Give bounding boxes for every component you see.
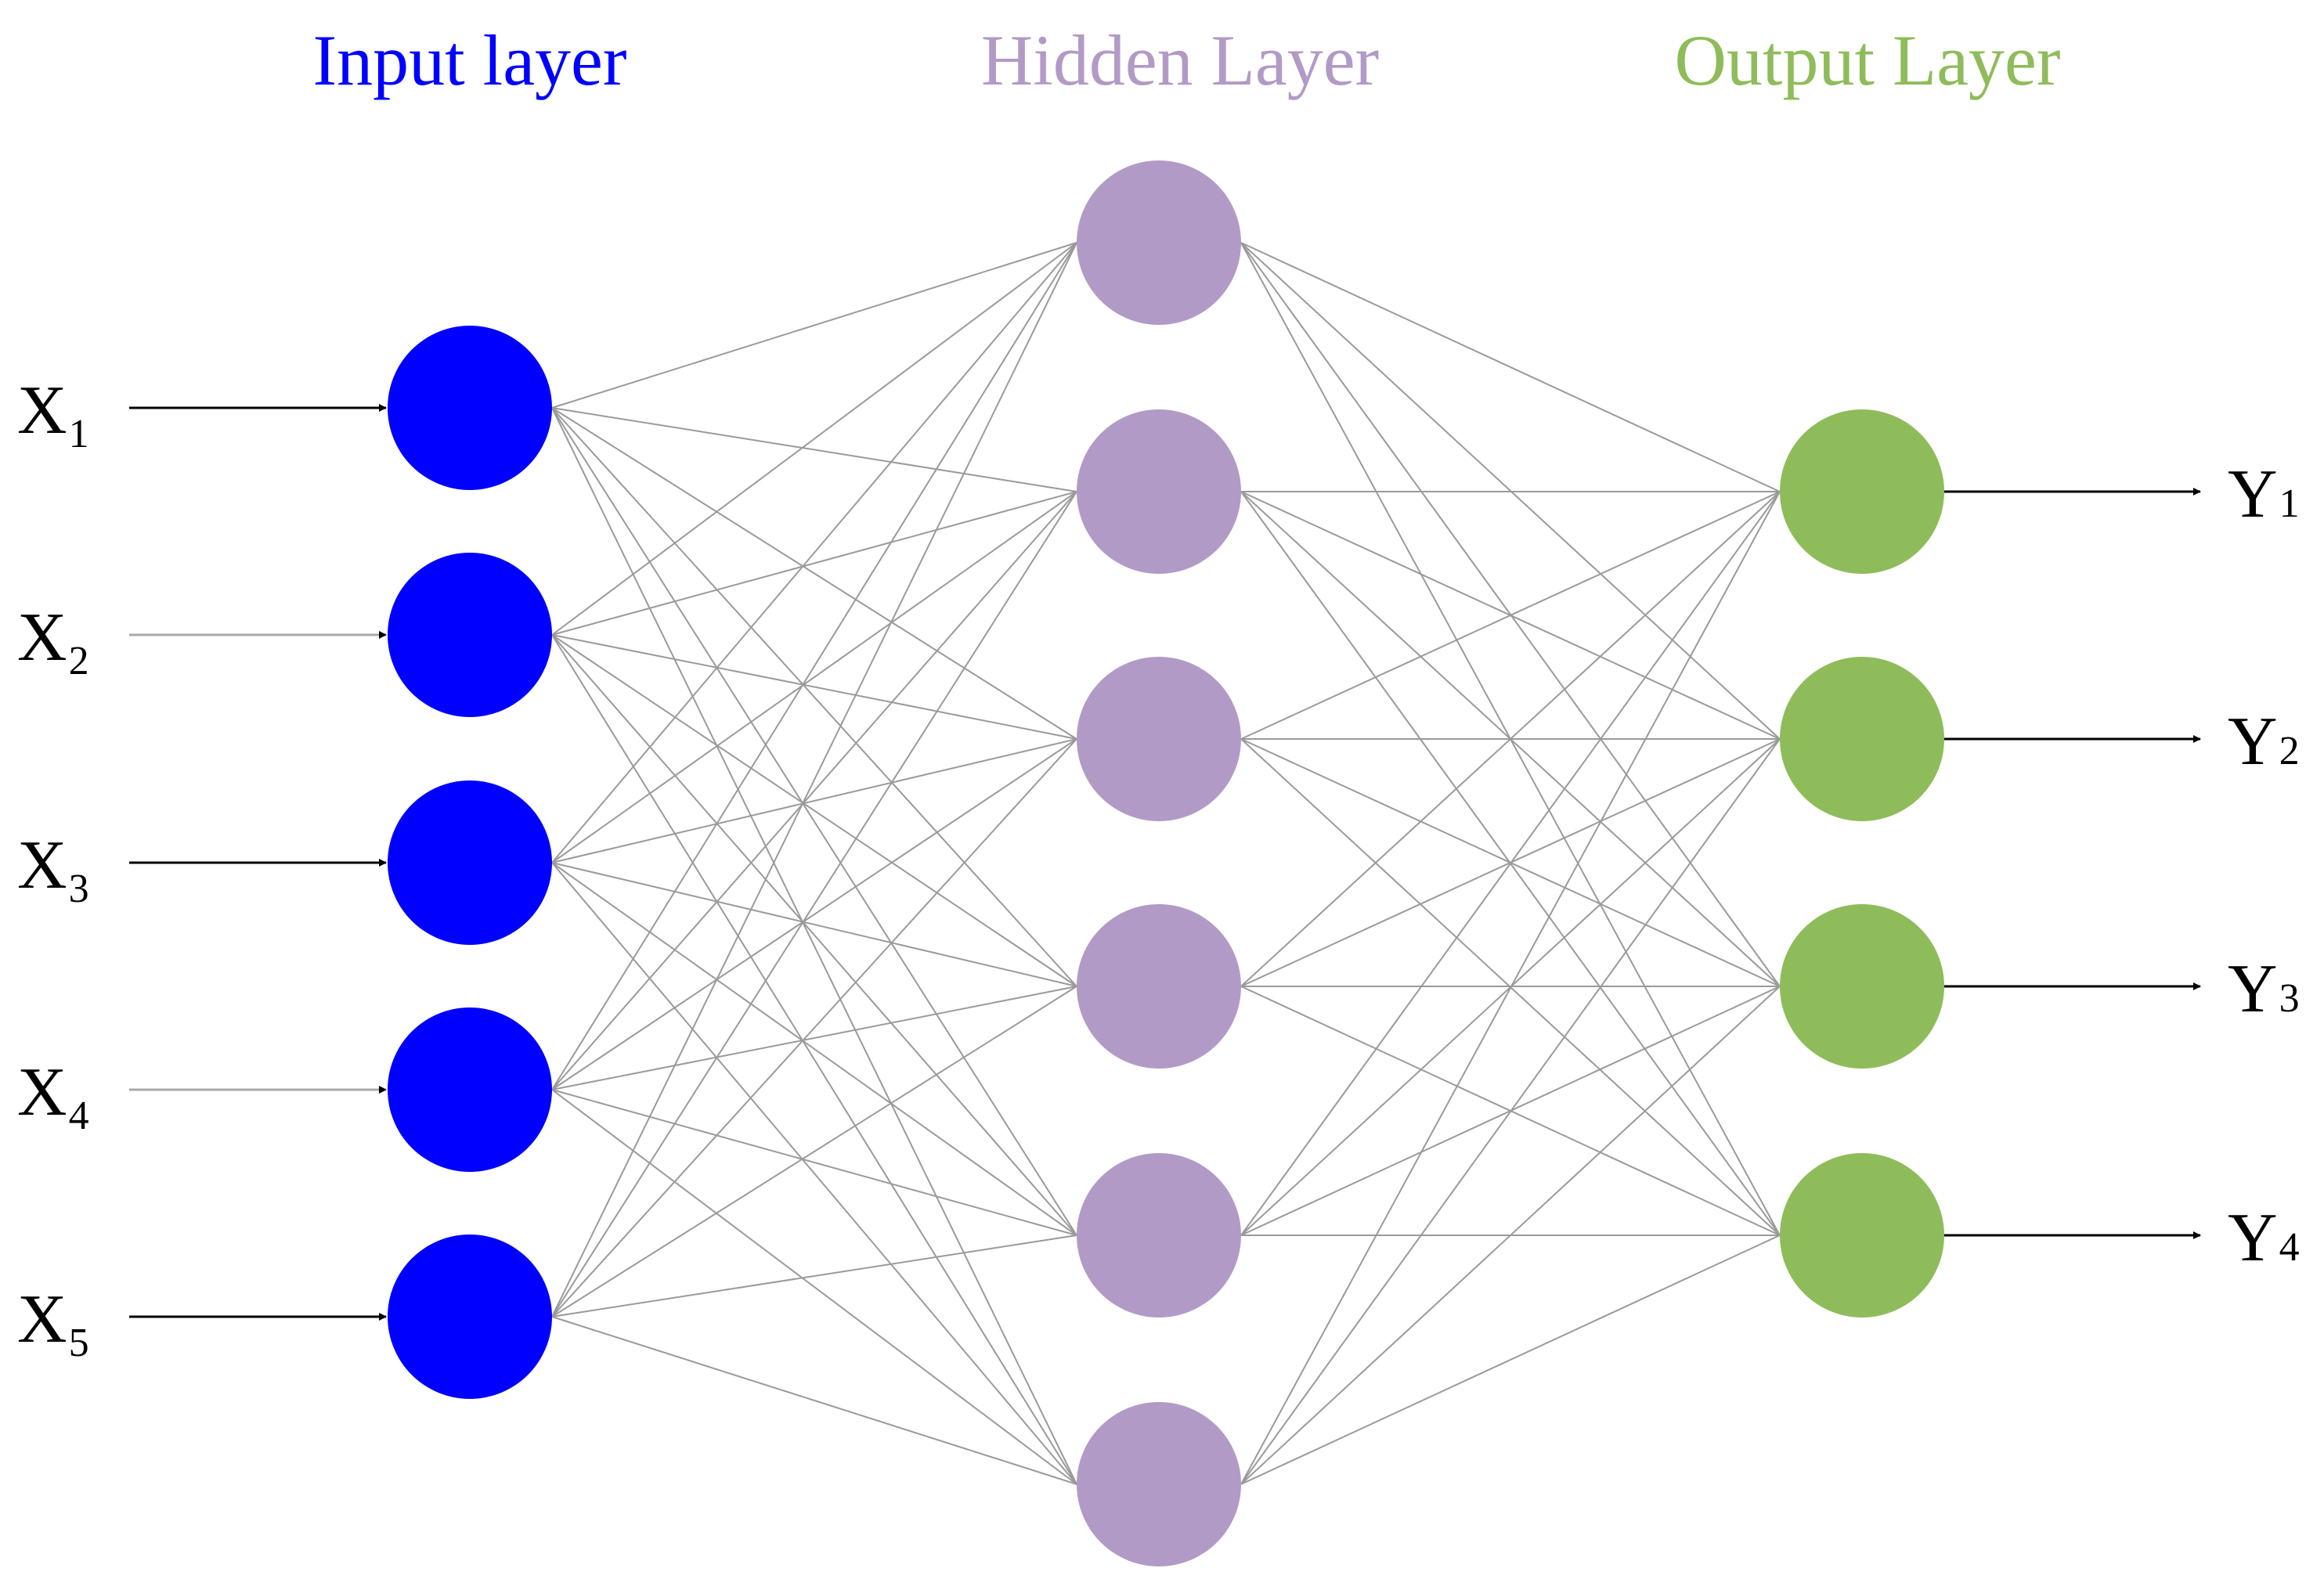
hidden-node-1 xyxy=(1077,160,1241,325)
connection-input-2-hidden-3 xyxy=(551,634,1077,740)
output-label-y1: Y1 xyxy=(2228,456,2300,532)
connection-input-1-hidden-2 xyxy=(551,407,1077,492)
connection-input-1-hidden-5 xyxy=(551,407,1077,1236)
hidden-layer-title: Hidden Layer xyxy=(981,20,1379,100)
connection-lines xyxy=(551,242,1781,1485)
connection-input-5-hidden-4 xyxy=(551,986,1077,1317)
connection-hidden-6-output-3 xyxy=(1240,986,1781,1485)
connection-input-2-hidden-5 xyxy=(551,634,1077,1236)
hidden-node-5 xyxy=(1077,1153,1241,1317)
connection-hidden-4-output-1 xyxy=(1240,491,1781,987)
hidden-node-3 xyxy=(1077,657,1241,821)
connection-input-2-hidden-2 xyxy=(551,491,1077,636)
input-label-x4: X4 xyxy=(17,1054,89,1138)
network-nodes xyxy=(388,160,1944,1566)
connection-input-1-hidden-1 xyxy=(551,242,1077,409)
connection-input-5-hidden-2 xyxy=(551,491,1077,1317)
connection-input-3-hidden-3 xyxy=(551,738,1077,863)
input-label-x2: X2 xyxy=(17,600,89,683)
input-node-4 xyxy=(388,1007,552,1172)
connection-hidden-6-output-4 xyxy=(1240,1235,1781,1485)
input-node-5 xyxy=(388,1235,552,1399)
connection-input-4-hidden-6 xyxy=(551,1089,1077,1485)
connection-input-2-hidden-6 xyxy=(551,634,1077,1485)
connection-input-5-hidden-1 xyxy=(551,242,1077,1317)
connection-input-5-hidden-6 xyxy=(551,1316,1077,1485)
connection-input-4-hidden-1 xyxy=(551,242,1077,1090)
connection-input-1-hidden-6 xyxy=(551,407,1077,1485)
output-label-y2: Y2 xyxy=(2228,704,2300,780)
connection-input-3-hidden-4 xyxy=(551,862,1077,987)
output-node-1 xyxy=(1780,409,1944,574)
output-node-3 xyxy=(1780,904,1944,1069)
input-label-x5: X5 xyxy=(17,1281,89,1365)
input-label-x1: X1 xyxy=(17,373,89,456)
connection-input-1-hidden-4 xyxy=(551,407,1077,987)
connection-hidden-6-output-1 xyxy=(1240,491,1781,1485)
connection-hidden-5-output-1 xyxy=(1240,491,1781,1236)
connection-input-4-hidden-4 xyxy=(551,986,1077,1090)
io-arrows xyxy=(129,404,2201,1321)
connection-input-4-hidden-2 xyxy=(551,491,1077,1090)
connection-hidden-6-output-2 xyxy=(1240,738,1781,1485)
connection-input-3-hidden-6 xyxy=(551,862,1077,1485)
input-node-1 xyxy=(388,326,552,490)
input-label-x3: X3 xyxy=(17,827,89,911)
connection-input-4-hidden-5 xyxy=(551,1089,1077,1236)
connection-input-5-hidden-3 xyxy=(551,738,1077,1317)
input-node-3 xyxy=(388,780,552,945)
connection-input-3-hidden-2 xyxy=(551,491,1077,863)
input-layer-title: Input layer xyxy=(312,20,626,100)
output-label-y3: Y3 xyxy=(2228,951,2300,1027)
output-node-4 xyxy=(1780,1153,1944,1317)
connection-input-3-hidden-1 xyxy=(551,242,1077,863)
hidden-node-2 xyxy=(1077,409,1241,574)
output-node-2 xyxy=(1780,657,1944,821)
connection-hidden-1-output-1 xyxy=(1240,242,1781,492)
connection-input-1-hidden-3 xyxy=(551,407,1077,740)
connection-hidden-3-output-1 xyxy=(1240,491,1781,740)
connection-input-2-hidden-4 xyxy=(551,634,1077,987)
connection-input-5-hidden-5 xyxy=(551,1235,1077,1317)
connection-input-2-hidden-1 xyxy=(551,242,1077,636)
input-node-2 xyxy=(388,553,552,717)
output-layer-title: Output Layer xyxy=(1674,20,2060,100)
output-label-y4: Y4 xyxy=(2228,1200,2300,1276)
connection-input-4-hidden-3 xyxy=(551,738,1077,1090)
hidden-node-4 xyxy=(1077,904,1241,1069)
hidden-node-6 xyxy=(1077,1402,1241,1566)
connection-input-3-hidden-5 xyxy=(551,862,1077,1236)
